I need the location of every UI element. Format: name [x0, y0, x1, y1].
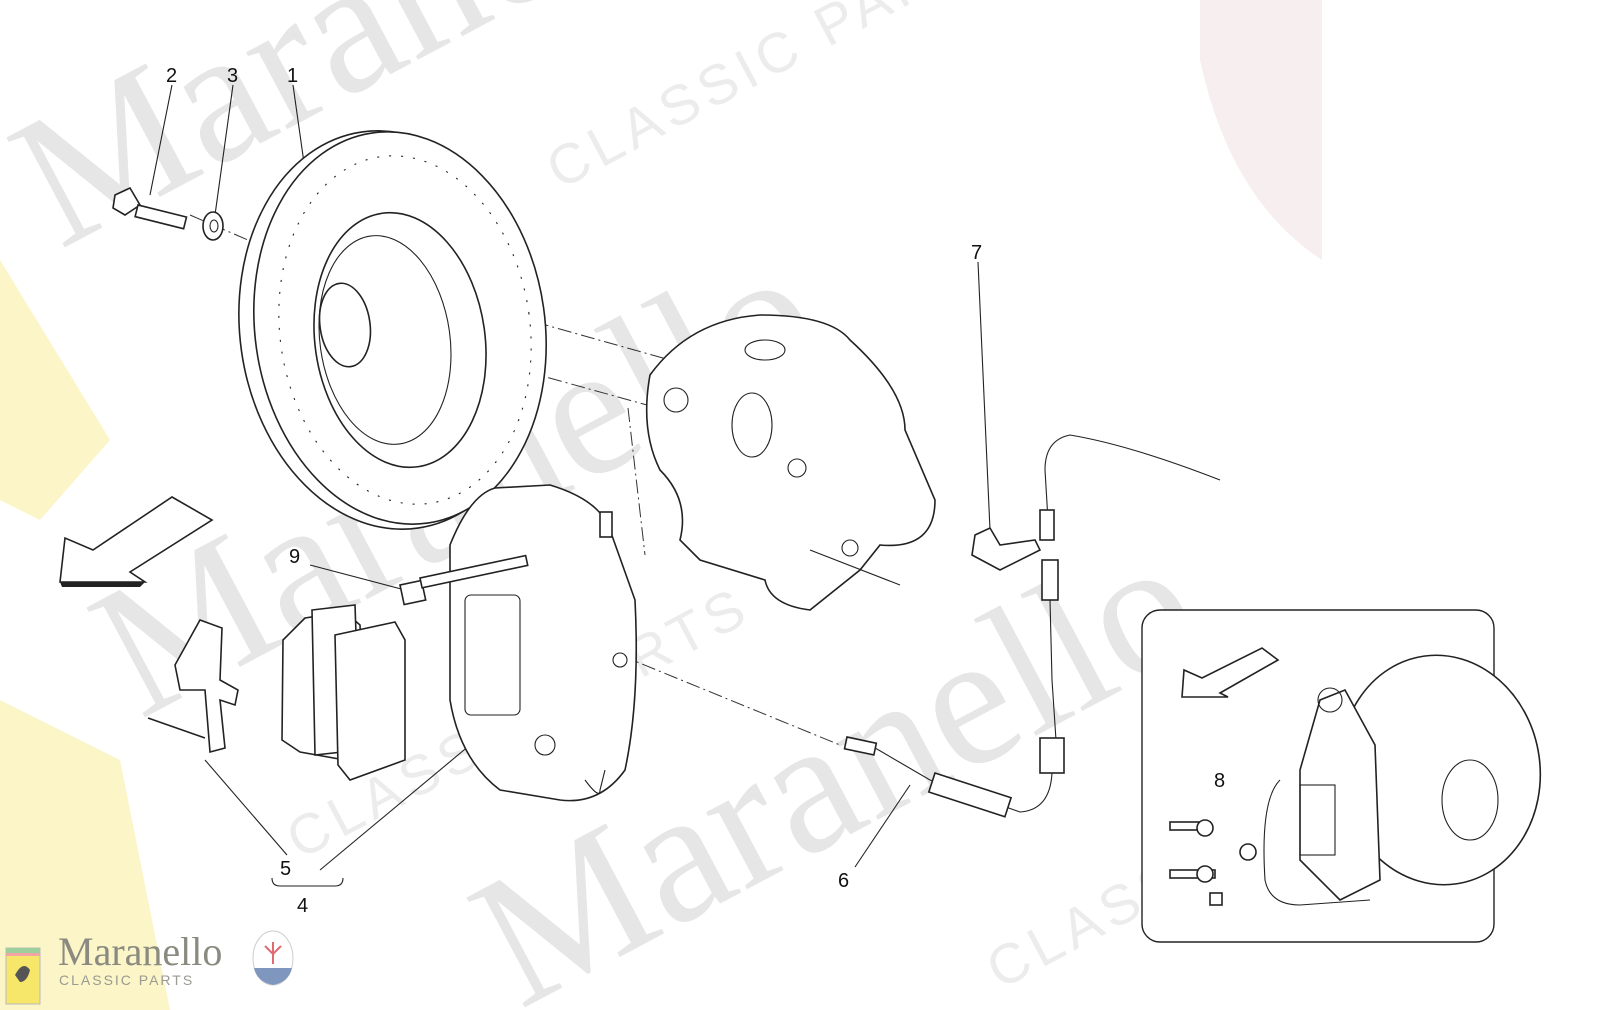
brake-pads [147, 604, 406, 781]
callout-1: 1 [287, 65, 298, 87]
callout-7: 7 [971, 242, 982, 264]
callout-6: 6 [838, 870, 849, 892]
caliper-bolt [399, 554, 529, 606]
bolt [112, 186, 188, 230]
steering-knuckle [645, 314, 936, 611]
washer [202, 211, 224, 241]
callouts: 2 3 1 7 9 5 4 6 8 [166, 65, 1225, 917]
ferrari-badge [5, 947, 41, 1005]
logo-name: Maranello [58, 929, 223, 974]
direction-arrow [59, 496, 214, 587]
logo-tagline: CLASSIC PARTS [59, 972, 195, 988]
brake-hose [843, 434, 1221, 818]
maserati-badge [252, 930, 294, 986]
bracket [971, 526, 1042, 571]
callout-8: 8 [1214, 770, 1225, 792]
callout-5: 5 [280, 858, 291, 880]
callout-4: 4 [297, 895, 308, 917]
svg-text:CLASSIC PARTS: CLASSIC PARTS [536, 0, 1020, 201]
callout-9: 9 [289, 546, 300, 568]
detail-inset [1141, 609, 1542, 943]
brake-disc [238, 130, 547, 530]
callout-2: 2 [166, 65, 177, 87]
brake-caliper [449, 484, 638, 802]
callout-3: 3 [227, 65, 238, 87]
